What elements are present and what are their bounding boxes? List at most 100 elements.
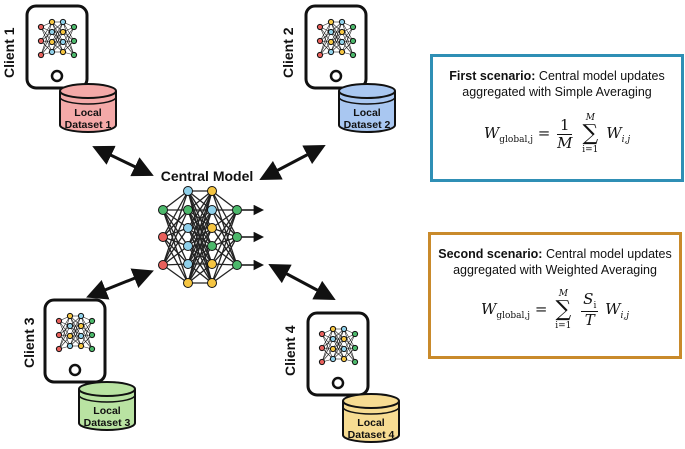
net-edge: [211, 209, 238, 265]
net-edge: [187, 245, 213, 284]
client-3-label: Client 3: [21, 317, 37, 368]
client-2-label: Client 2: [280, 27, 296, 78]
net-node: [48, 48, 56, 56]
net-node: [88, 345, 96, 353]
arrow-client-4: [268, 264, 336, 300]
net-edge: [319, 31, 332, 56]
net-node: [59, 18, 67, 26]
net-edge: [341, 26, 354, 43]
formula-equals: =: [537, 124, 551, 142]
net-edge: [62, 31, 75, 56]
net-edge: [187, 190, 213, 265]
net-edge: [321, 333, 334, 360]
first-scenario-title: First scenario:: [449, 69, 536, 83]
net-edge: [187, 190, 213, 247]
net-node: [37, 37, 45, 45]
net-node: [70, 37, 78, 45]
net-node: [37, 51, 45, 59]
weighted-averaging-formula: Wglobal,j = M ∑ i=1 Si T Wi,j: [431, 289, 679, 331]
net-node: [338, 48, 346, 56]
net-edge: [69, 325, 82, 347]
net-node: [48, 28, 56, 36]
net-edge: [80, 320, 93, 337]
net-edge: [187, 209, 213, 284]
net-edge: [211, 190, 238, 238]
net-edge: [187, 190, 213, 284]
net-node: [66, 342, 74, 350]
client-3-dataset: Local Dataset 3: [78, 381, 136, 431]
arrow-client-2: [259, 145, 326, 180]
dataset-3-label-line1: Local: [93, 405, 121, 417]
first-scenario-description: First scenario: Central model updates ag…: [433, 68, 681, 100]
second-scenario-text: Central model updates aggregated with We…: [453, 247, 672, 277]
dataset-cylinder-band: [338, 96, 396, 105]
dataset-3-label-line2: Dataset 3: [84, 417, 131, 429]
net-edge: [319, 21, 332, 56]
net-edge: [330, 31, 343, 53]
net-node: [183, 278, 193, 288]
summation: M ∑ i=1: [555, 289, 571, 331]
net-edge: [62, 26, 75, 43]
dataset-cylinder-body: [338, 91, 396, 133]
net-node: [316, 23, 324, 31]
net-edge: [69, 315, 82, 347]
net-node: [66, 312, 74, 320]
summation: M ∑ i=1: [582, 113, 598, 155]
net-edge: [330, 21, 343, 53]
dataset-cylinder-body: [342, 401, 400, 443]
net-edge: [211, 236, 238, 265]
dataset-cylinder-top: [338, 83, 396, 99]
net-node: [327, 18, 335, 26]
net-node: [77, 332, 85, 340]
net-edge: [187, 190, 213, 229]
client-4-neural-net-icon: [318, 325, 359, 366]
net-node: [66, 332, 74, 340]
net-edge: [332, 338, 345, 360]
dataset-4-label-line1: Local: [357, 417, 385, 429]
net-edge: [62, 26, 75, 53]
dataset-4-label-line2: Dataset 4: [348, 429, 395, 441]
fraction-numerator-sub: i: [593, 301, 597, 311]
net-node: [158, 260, 168, 270]
net-edge: [211, 264, 238, 284]
net-edge: [51, 31, 64, 53]
net-edge: [51, 21, 64, 53]
net-edge: [162, 190, 189, 266]
dataset-cylinder-body: [78, 389, 136, 431]
net-edge: [211, 245, 238, 266]
net-node: [88, 317, 96, 325]
client-4-dataset: Local Dataset 4: [342, 393, 400, 443]
central-model-label: Central Model: [161, 168, 254, 184]
formula-term-sub: i,j: [620, 311, 630, 321]
net-node: [340, 355, 348, 363]
net-edge: [343, 328, 356, 363]
client-1-label: Client 1: [1, 27, 17, 78]
net-node: [183, 205, 193, 215]
net-node: [351, 358, 359, 366]
sigma-icon: ∑: [555, 297, 572, 322]
net-edge: [332, 328, 345, 350]
net-node: [55, 331, 63, 339]
formula-equals: =: [534, 300, 548, 318]
dataset-cylinder-top: [59, 83, 117, 99]
net-edge: [162, 209, 189, 229]
net-node: [316, 51, 324, 59]
client-3-neural-net-icon: [55, 312, 96, 353]
net-edge: [330, 21, 343, 43]
net-node: [59, 38, 67, 46]
net-edge: [62, 21, 75, 42]
net-edge: [343, 333, 356, 360]
net-edge: [319, 21, 332, 42]
net-node: [66, 322, 74, 330]
net-node: [318, 358, 326, 366]
net-edge: [211, 236, 238, 284]
net-edge: [341, 21, 354, 56]
net-edge: [40, 26, 53, 53]
net-node: [338, 18, 346, 26]
net-edge: [211, 209, 238, 238]
net-node: [207, 205, 217, 215]
formula-lhs: W: [483, 124, 500, 142]
net-node: [329, 335, 337, 343]
client-1-phone: [25, 4, 89, 90]
